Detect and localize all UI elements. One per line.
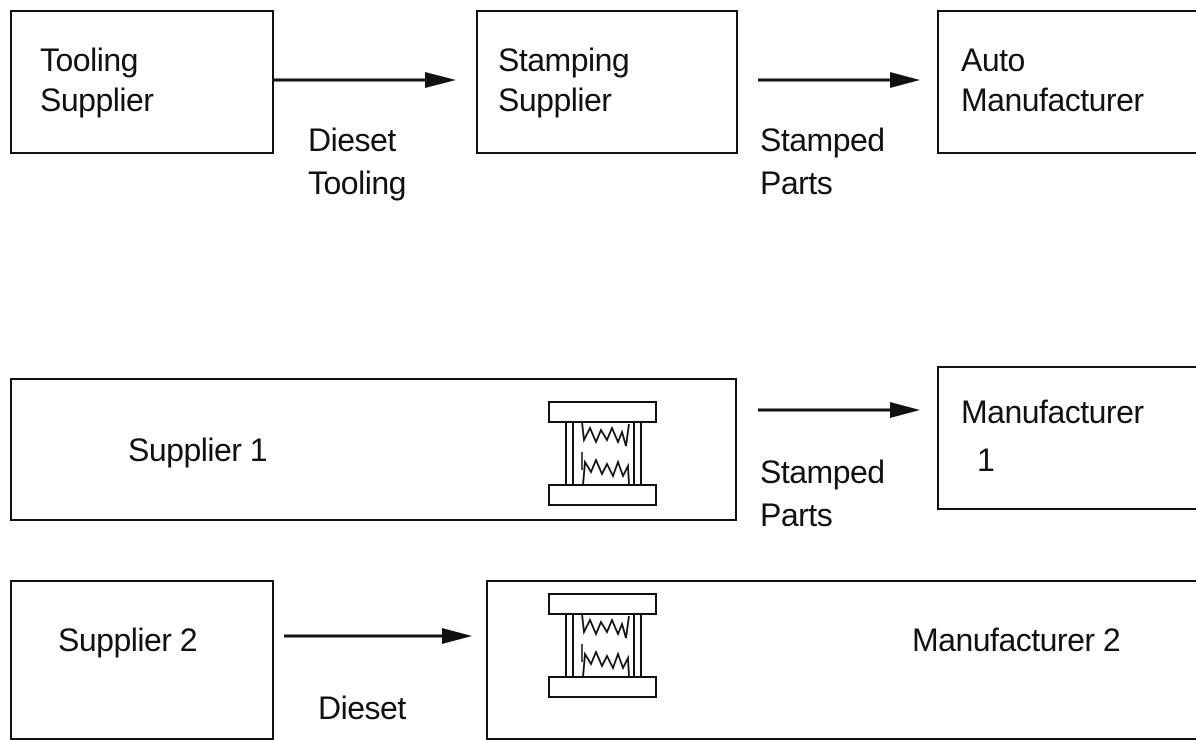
arrow-supplier2-to-manufacturer2	[284, 628, 472, 644]
diagram-graphics	[0, 0, 1196, 721]
arrow-tooling-to-stamping	[274, 72, 456, 88]
arrow-supplier1-to-manufacturer1	[758, 402, 920, 418]
arrow-stamping-to-auto	[758, 72, 920, 88]
stamping-press-icon	[549, 402, 656, 505]
stamping-press-icon	[549, 594, 656, 697]
